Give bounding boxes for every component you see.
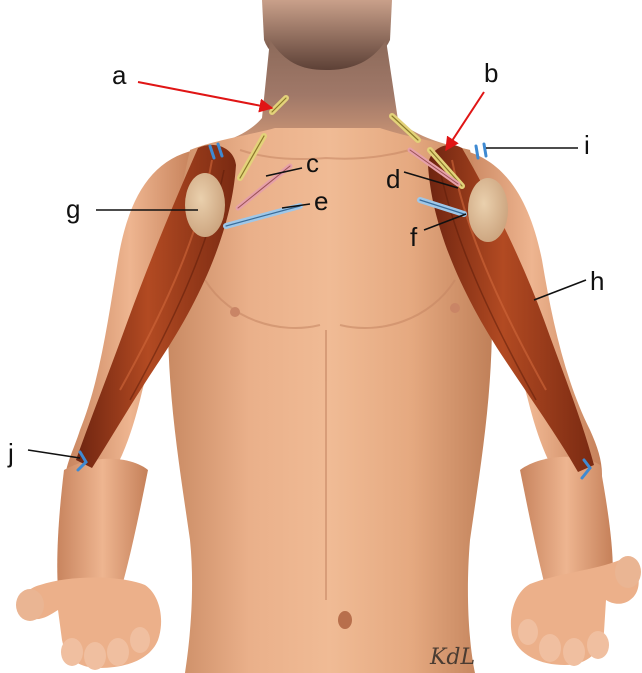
- right-nipple: [450, 303, 460, 313]
- left-tendon-pad: [185, 173, 225, 237]
- navel: [338, 611, 352, 629]
- label-a: a: [112, 60, 127, 90]
- label-d: d: [386, 164, 400, 194]
- label-c: c: [306, 148, 319, 178]
- left-nipple: [230, 307, 240, 317]
- label-j: j: [7, 438, 14, 468]
- right-tendon-pad: [468, 178, 508, 242]
- label-g: g: [66, 194, 80, 224]
- label-h: h: [590, 266, 604, 296]
- label-b: b: [484, 58, 498, 88]
- label-i: i: [584, 130, 590, 160]
- label-f: f: [410, 222, 418, 252]
- artist-signature: KdL: [429, 645, 475, 670]
- label-e: e: [314, 186, 328, 216]
